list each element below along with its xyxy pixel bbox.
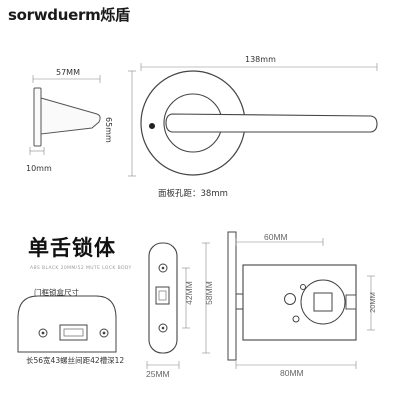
- label-body-height: 20MM: [367, 292, 377, 313]
- label-overall-width: 138mm: [245, 55, 276, 64]
- strike-box-drawing: [17, 295, 117, 353]
- dim-body-length: [235, 361, 357, 369]
- dim-rose-height: [128, 70, 136, 177]
- dim-body-height: [367, 275, 375, 331]
- faceplate-drawing: [148, 242, 178, 354]
- label-faceplate-height: 58MM: [203, 281, 214, 305]
- lock-body-title: 单舌锁体: [28, 236, 116, 260]
- label-body-length: 80MM: [280, 368, 304, 378]
- brand-logo: sorwduerm烁盾: [8, 6, 130, 24]
- dim-faceplate-height: [202, 242, 210, 354]
- dim-overall-width: [140, 63, 378, 71]
- lever-side-view: [33, 87, 101, 147]
- label-lever-thickness: 10mm: [26, 164, 52, 173]
- privacy-indicator: [149, 123, 155, 129]
- label-faceplate-width: 25MM: [146, 369, 170, 379]
- label-hole-spacing: 面板孔距：38mm: [158, 189, 228, 199]
- handle-front-view: [140, 70, 378, 176]
- label-screw-spacing: 42MM: [183, 281, 194, 305]
- dim-lever-thickness: [29, 147, 45, 155]
- label-frame-note: 长56宽43螺丝间距42槽深12: [26, 356, 125, 365]
- dim-lever-length: [32, 75, 101, 83]
- label-rose-height: 65mm: [104, 117, 113, 143]
- lock-body-subtitle: ABS BLACK 20MM/52 MUTE LOCK BODY: [30, 266, 132, 271]
- lock-body-drawing: [227, 231, 357, 361]
- label-backset: 60MM: [264, 232, 288, 242]
- dim-faceplate-width: [146, 361, 180, 369]
- dim-screw-spacing: [182, 267, 190, 329]
- label-lever-length: 57MM: [56, 68, 80, 77]
- dim-backset: [235, 238, 324, 246]
- label-frame-box: 门框锁盒尺寸: [34, 288, 79, 297]
